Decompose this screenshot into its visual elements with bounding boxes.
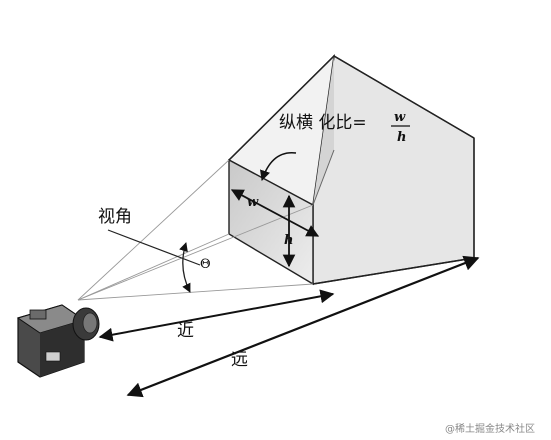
theta-angle-arc xyxy=(179,242,191,293)
camera-icon xyxy=(16,304,100,378)
far-distance-arrow xyxy=(126,255,480,398)
near-label: 近 xyxy=(177,321,194,341)
aspect-ratio-label: 纵横 化比= xyxy=(279,113,367,133)
ratio-numerator: w xyxy=(394,110,406,125)
aspect-ratio-pointer-arrow xyxy=(260,152,297,181)
inner-back-face xyxy=(313,56,334,205)
far-label: 远 xyxy=(231,350,248,370)
watermark: @稀土掘金技术社区 xyxy=(445,422,535,435)
ratio-denominator: h xyxy=(397,130,406,145)
width-arrow xyxy=(230,189,320,237)
width-label: w xyxy=(247,195,259,210)
theta-label: Θ xyxy=(200,257,211,272)
near-distance-arrow xyxy=(98,289,335,342)
height-label: h xyxy=(284,233,293,248)
view-angle-label: 视角 xyxy=(98,207,132,227)
frustum-far-section xyxy=(227,54,475,285)
